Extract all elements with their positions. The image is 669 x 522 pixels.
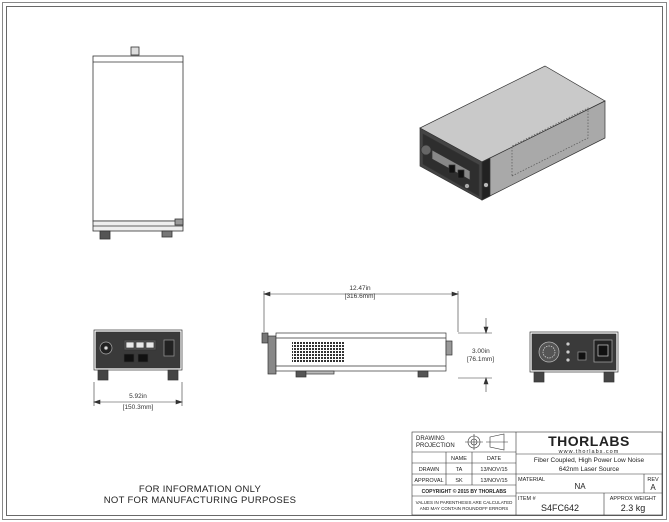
- title-block: [411, 431, 663, 516]
- height-dimension-inches: 3.00in: [472, 348, 490, 355]
- drawn-label: DRAWN: [419, 467, 440, 473]
- projection-symbol-icon: [465, 433, 508, 451]
- description-line2: 642nm Laser Source: [559, 466, 620, 473]
- rear-view: [529, 331, 619, 383]
- information-note-line1: FOR INFORMATION ONLY: [138, 484, 262, 495]
- date-column-header: DATE: [487, 456, 502, 462]
- height-dimension-mm: [76.1mm]: [467, 356, 494, 363]
- front-view: [93, 329, 183, 381]
- height-dimension: [458, 318, 492, 392]
- length-dimension: [263, 291, 459, 332]
- copyright-notice: COPYRIGHT © 2015 BY THORLABS: [422, 488, 507, 495]
- material-label: MATERIAL: [518, 477, 545, 483]
- approval-label: APPROVAL: [414, 478, 443, 484]
- company-logo: THORLABS: [548, 433, 630, 449]
- weight-value: 2.3 kg: [621, 503, 646, 513]
- approval-date: 13/NOV/15: [480, 478, 507, 484]
- information-note-line2: NOT FOR MANUFACTURING PURPOSES: [103, 495, 297, 506]
- name-column-header: NAME: [451, 456, 467, 462]
- width-dimension-inches: 5.92in: [129, 393, 147, 400]
- rev-value: A: [650, 483, 656, 492]
- approval-name: SK: [455, 478, 463, 484]
- length-dimension-inches: 12.47in: [349, 285, 371, 292]
- isometric-view: [419, 65, 606, 201]
- width-dimension: [93, 382, 183, 406]
- projection-label-line2: PROJECTION: [416, 443, 455, 449]
- inner-border: [6, 6, 663, 516]
- information-note: FOR INFORMATION ONLY NOT FOR MANUFACTURI…: [70, 484, 330, 506]
- side-view: [261, 332, 453, 378]
- company-website: www.thorlabs.com: [558, 449, 620, 455]
- drawn-date: 13/NOV/15: [480, 467, 507, 473]
- tolerance-note-line1: VALUES IN PARENTHESIS ARE CALCULATED: [416, 500, 514, 505]
- description-line1: Fiber Coupled, High Power Low Noise: [534, 457, 645, 464]
- weight-label: APPROX WEIGHT: [610, 496, 657, 502]
- item-number-label: ITEM #: [518, 496, 537, 502]
- item-number-value: S4FC642: [541, 503, 579, 513]
- tolerance-note-line2: AND MAY CONTAIN ROUNDOFF ERRORS: [420, 506, 509, 511]
- drawn-name: TA: [456, 467, 463, 473]
- width-dimension-mm: [150.3mm]: [123, 404, 154, 411]
- length-dimension-mm: [316.6mm]: [345, 293, 376, 300]
- top-view: [92, 46, 184, 240]
- material-value: NA: [574, 482, 586, 491]
- projection-label-line1: DRAWING: [416, 436, 445, 442]
- rev-label: REV: [647, 477, 659, 483]
